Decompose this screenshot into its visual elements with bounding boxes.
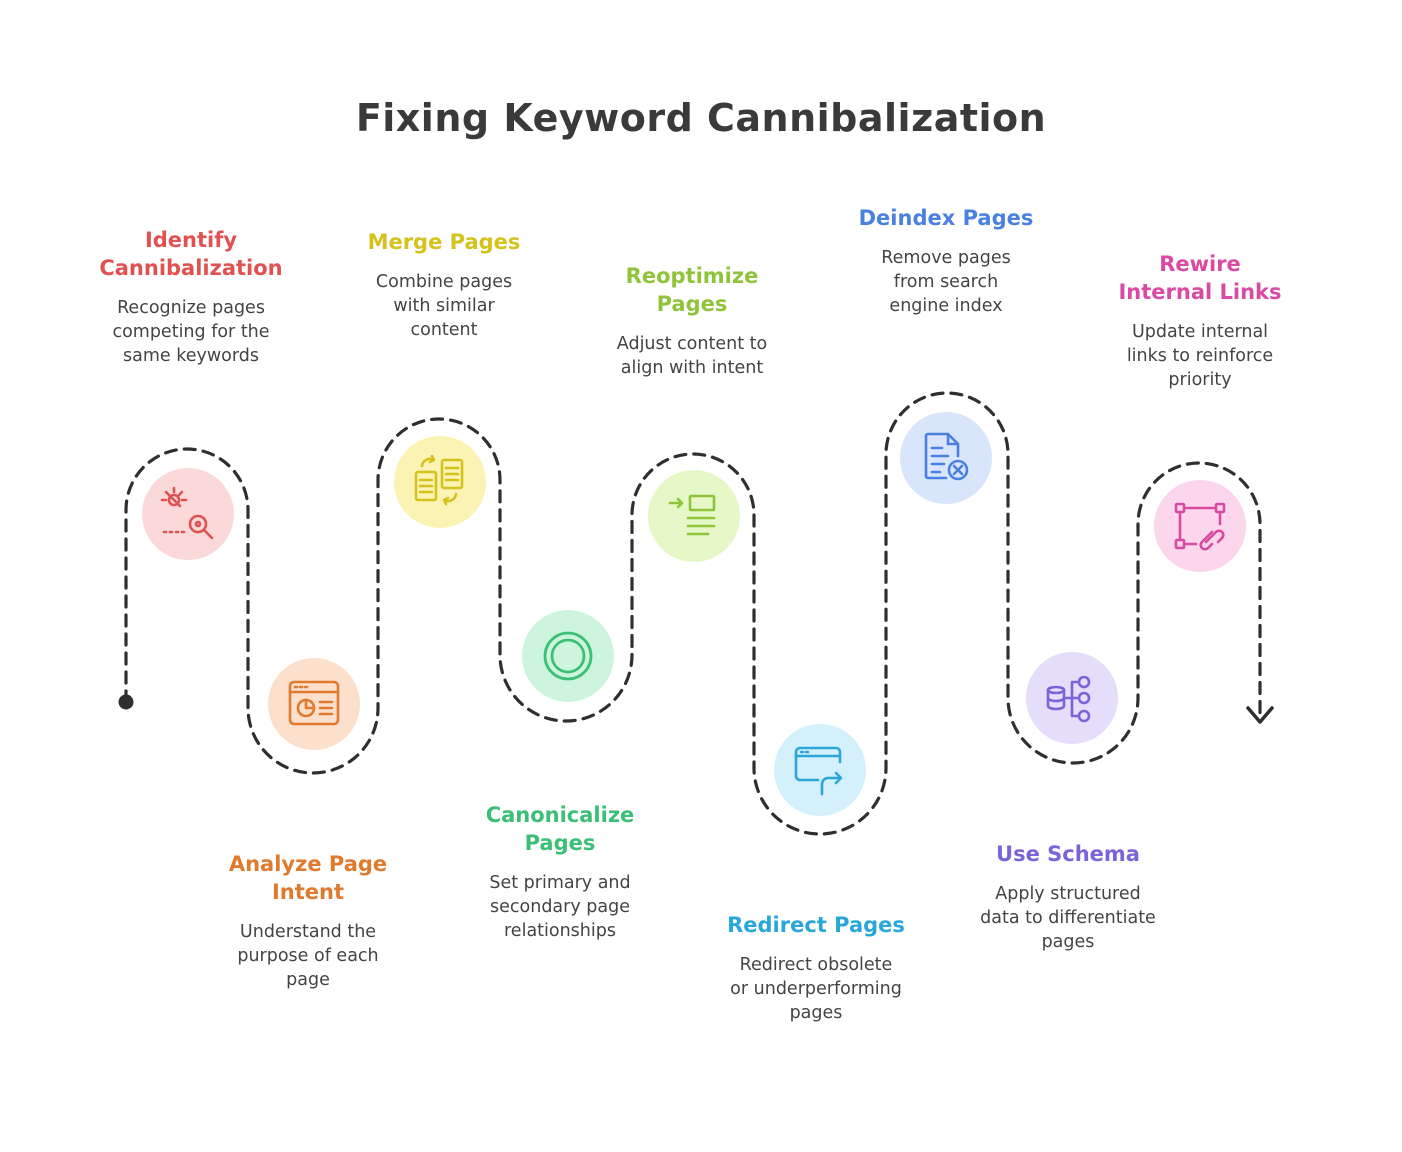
step-desc-analyze: Understand the purpose of each page — [237, 922, 379, 990]
step-desc-canonicalize: Set primary and secondary page relations… — [489, 873, 631, 941]
step-label-redirect: Redirect Pages Redirect obsolete or unde… — [696, 911, 936, 1025]
step-node-canonicalize — [522, 610, 614, 702]
step-title-analyze: Analyze Page Intent — [228, 852, 388, 904]
step-label-schema: Use Schema Apply structured data to diff… — [948, 840, 1188, 954]
step-node-rewire — [1154, 480, 1246, 572]
step-desc-deindex: Remove pages from search engine index — [881, 248, 1011, 316]
document-remove-icon — [924, 432, 969, 481]
step-label-deindex: Deindex Pages Remove pages from search e… — [826, 204, 1066, 318]
step-node-deindex — [900, 412, 992, 504]
step-title-schema: Use Schema — [996, 842, 1140, 866]
step-label-reoptimize: Reoptimize Pages Adjust content to align… — [572, 262, 812, 380]
browser-chart-icon — [288, 680, 340, 726]
step-label-analyze: Analyze Page Intent Understand the purpo… — [188, 850, 428, 992]
step-node-schema — [1026, 652, 1118, 744]
step-node-identify — [142, 468, 234, 560]
target-circle-icon — [543, 631, 593, 681]
step-node-redirect — [774, 724, 866, 816]
step-title-identify: Identify Cannibalization — [99, 228, 283, 280]
step-desc-merge: Combine pages with similar content — [375, 272, 513, 340]
path-start-dot — [118, 694, 134, 710]
browser-redirect-icon — [794, 746, 843, 796]
step-title-redirect: Redirect Pages — [727, 913, 905, 937]
step-desc-rewire: Update internal links to reinforce prior… — [1126, 322, 1274, 390]
step-title-deindex: Deindex Pages — [858, 206, 1034, 230]
merge-documents-icon — [414, 454, 464, 506]
step-desc-schema: Apply structured data to differentiate p… — [980, 884, 1156, 952]
step-label-merge: Merge Pages Combine pages with similar c… — [324, 228, 564, 342]
step-label-identify: Identify Cannibalization Recognize pages… — [71, 226, 311, 368]
data-structure-icon — [1046, 675, 1091, 723]
step-label-rewire: Rewire Internal Links Update internal li… — [1080, 250, 1320, 392]
page-title: Fixing Keyword Cannibalization — [355, 96, 1047, 140]
step-node-reoptimize — [648, 470, 740, 562]
step-node-analyze — [268, 658, 360, 750]
step-title-merge: Merge Pages — [367, 230, 521, 254]
step-label-canonicalize: Canonicalize Pages Set primary and secon… — [440, 801, 680, 943]
content-indent-icon — [668, 494, 716, 536]
step-title-rewire: Rewire Internal Links — [1118, 252, 1282, 304]
step-desc-reoptimize: Adjust content to align with intent — [616, 334, 768, 378]
step-desc-redirect: Redirect obsolete or underperforming pag… — [730, 955, 902, 1023]
path-end-arrow — [1246, 706, 1274, 724]
link-nodes-icon — [1174, 502, 1226, 551]
step-desc-identify: Recognize pages competing for the same k… — [112, 298, 270, 366]
step-title-reoptimize: Reoptimize Pages — [625, 264, 759, 316]
step-title-canonicalize: Canonicalize Pages — [485, 803, 635, 855]
bug-search-icon — [160, 486, 214, 540]
step-node-merge — [394, 436, 486, 528]
